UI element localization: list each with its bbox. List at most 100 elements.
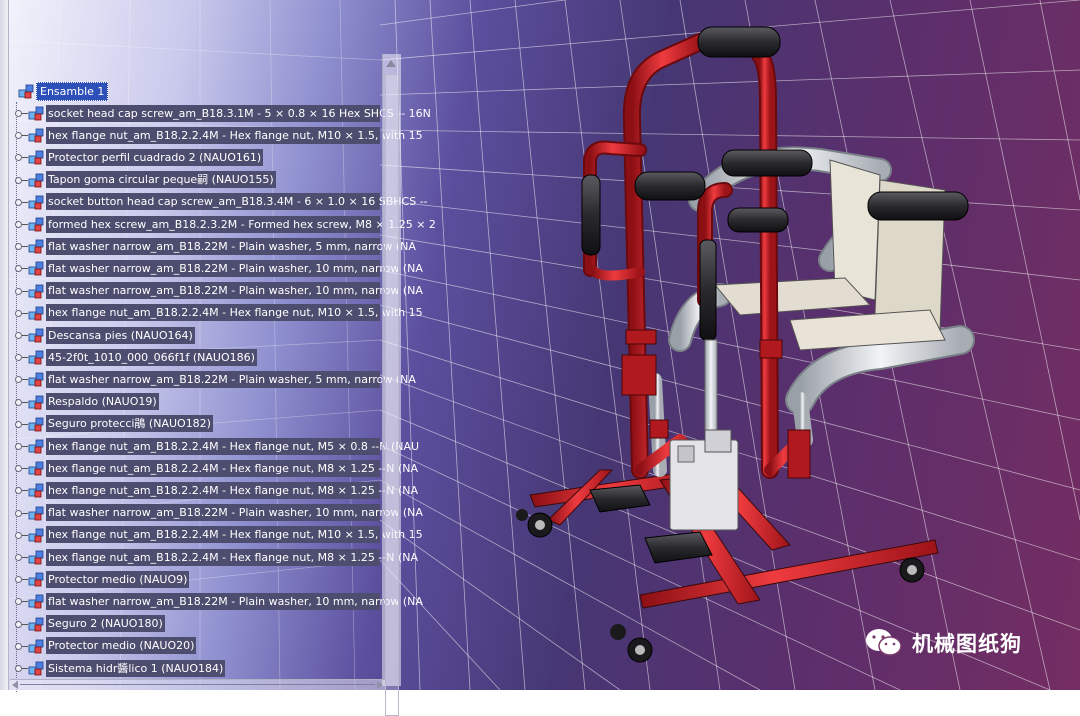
- tree-horizontal-scrollbar[interactable]: [10, 679, 385, 690]
- tree-item-label[interactable]: Protector perfil cuadrado 2 (NAUO161): [46, 148, 264, 166]
- expand-node-icon[interactable]: [14, 504, 28, 522]
- expand-node-icon[interactable]: [14, 592, 28, 610]
- expand-node-icon[interactable]: [14, 437, 28, 455]
- tree-item-label[interactable]: Protector medio (NAUO9): [46, 570, 190, 588]
- expand-node-icon[interactable]: [14, 526, 28, 544]
- part-icon: [28, 306, 44, 321]
- tree-item[interactable]: flat washer narrow_am_B18.22M - Plain wa…: [14, 592, 423, 610]
- tree-item-label[interactable]: hex flange nut_am_B18.2.2.4M - Hex flang…: [46, 526, 423, 544]
- tree-item-label[interactable]: flat washer narrow_am_B18.22M - Plain wa…: [46, 237, 416, 255]
- tree-item-label[interactable]: Protector medio (NAUO20): [46, 637, 197, 655]
- expand-node-icon[interactable]: [14, 282, 28, 300]
- tree-item-label[interactable]: Respaldo (NAUO19): [46, 393, 159, 411]
- expand-node-icon[interactable]: [14, 348, 28, 366]
- expand-node-icon[interactable]: [14, 171, 28, 189]
- tree-item[interactable]: hex flange nut_am_B18.2.2.4M - Hex flang…: [14, 459, 419, 477]
- expand-node-icon[interactable]: [14, 393, 28, 411]
- tree-item[interactable]: Protector perfil cuadrado 2 (NAUO161): [14, 148, 264, 166]
- tree-item-label[interactable]: socket head cap screw_am_B18.3.1M - 5 × …: [46, 104, 431, 122]
- tree-item-label[interactable]: 45-2f0t_1010_000_066f1f (NAUO186): [46, 348, 257, 366]
- tree-item[interactable]: flat washer narrow_am_B18.22M - Plain wa…: [14, 370, 416, 388]
- part-icon: [28, 461, 44, 476]
- tree-root-label[interactable]: Ensamble 1: [36, 81, 109, 101]
- tree-item[interactable]: hex flange nut_am_B18.2.2.4M - Hex flang…: [14, 526, 423, 544]
- tree-item-label[interactable]: formed hex screw_am_B18.2.3.2M - Formed …: [46, 215, 436, 233]
- tree-item[interactable]: socket head cap screw_am_B18.3.1M - 5 × …: [14, 104, 431, 122]
- scroll-left-arrow-icon[interactable]: [12, 681, 18, 689]
- tree-item[interactable]: Protector medio (NAUO20): [14, 637, 197, 655]
- tree-item[interactable]: socket button head cap screw_am_B18.3.4M…: [14, 193, 428, 211]
- tree-item[interactable]: Tapon goma circular peque嗣 (NAUO155): [14, 171, 276, 189]
- scroll-up-arrow-icon[interactable]: [386, 60, 396, 67]
- tree-item[interactable]: formed hex screw_am_B18.2.3.2M - Formed …: [14, 215, 436, 233]
- part-icon: [28, 350, 44, 365]
- tree-item-label[interactable]: flat washer narrow_am_B18.22M - Plain wa…: [46, 592, 423, 610]
- tree-item[interactable]: Seguro protecci鵑 (NAUO182): [14, 415, 213, 433]
- expand-node-icon[interactable]: [14, 215, 28, 233]
- tree-item-label[interactable]: hex flange nut_am_B18.2.2.4M - Hex flang…: [46, 304, 423, 322]
- expand-node-icon[interactable]: [14, 659, 28, 677]
- tree-item[interactable]: flat washer narrow_am_B18.22M - Plain wa…: [14, 504, 423, 522]
- tree-item-label[interactable]: socket button head cap screw_am_B18.3.4M…: [46, 193, 428, 211]
- assembly-icon: [18, 84, 34, 99]
- tree-item-label[interactable]: Seguro protecci鵑 (NAUO182): [46, 415, 213, 433]
- tree-item[interactable]: flat washer narrow_am_B18.22M - Plain wa…: [14, 282, 423, 300]
- transfer-chair-model[interactable]: [505, 20, 985, 670]
- expand-node-icon[interactable]: [14, 370, 28, 388]
- tree-item[interactable]: Descansa pies (NAUO164): [14, 326, 195, 344]
- expand-node-icon[interactable]: [14, 615, 28, 633]
- tree-item-label[interactable]: Seguro 2 (NAUO180): [46, 615, 165, 633]
- expand-node-icon[interactable]: [14, 459, 28, 477]
- part-icon: [28, 617, 44, 631]
- part-icon: [28, 173, 44, 187]
- expand-node-icon[interactable]: [14, 193, 28, 211]
- tree-item-label[interactable]: Sistema hidr醬lico 1 (NAUO184): [46, 659, 226, 677]
- tree-item-label[interactable]: hex flange nut_am_B18.2.2.4M - Hex flang…: [46, 459, 419, 477]
- tree-item-label[interactable]: hex flange nut_am_B18.2.2.4M - Hex flang…: [46, 126, 423, 144]
- part-icon: [28, 217, 44, 232]
- tree-item[interactable]: flat washer narrow_am_B18.22M - Plain wa…: [14, 259, 423, 277]
- expand-node-icon[interactable]: [14, 326, 28, 344]
- expand-node-icon[interactable]: [14, 259, 28, 277]
- expand-node-icon[interactable]: [14, 481, 28, 499]
- watermark-text: 机械图纸狗: [912, 632, 1022, 656]
- tree-item[interactable]: 45-2f0t_1010_000_066f1f (NAUO186): [14, 348, 257, 366]
- part-icon: [28, 661, 44, 676]
- tree-item[interactable]: hex flange nut_am_B18.2.2.4M - Hex flang…: [14, 304, 423, 322]
- tree-item-label[interactable]: flat washer narrow_am_B18.22M - Plain wa…: [46, 282, 423, 300]
- tree-item-label[interactable]: flat washer narrow_am_B18.22M - Plain wa…: [46, 370, 416, 388]
- tree-item[interactable]: hex flange nut_am_B18.2.2.4M - Hex flang…: [14, 481, 419, 499]
- caster-wheels: [516, 509, 925, 663]
- expand-node-icon[interactable]: [14, 415, 28, 433]
- part-icon: [28, 572, 44, 587]
- expand-node-icon[interactable]: [14, 126, 28, 144]
- tree-item[interactable]: Respaldo (NAUO19): [14, 393, 159, 411]
- expand-node-icon[interactable]: [14, 148, 28, 166]
- tree-item-label[interactable]: hex flange nut_am_B18.2.2.4M - Hex flang…: [46, 548, 419, 566]
- tree-item[interactable]: Protector medio (NAUO9): [14, 570, 190, 588]
- tree-item[interactable]: Seguro 2 (NAUO180): [14, 615, 165, 633]
- scrollbar-track[interactable]: [20, 684, 375, 685]
- tree-item[interactable]: hex flange nut_am_B18.2.2.4M - Hex flang…: [14, 126, 423, 144]
- tree-item[interactable]: hex flange nut_am_B18.2.2.4M - Hex flang…: [14, 437, 420, 455]
- expand-node-icon[interactable]: [14, 570, 28, 588]
- tree-item[interactable]: flat washer narrow_am_B18.22M - Plain wa…: [14, 237, 416, 255]
- expand-node-icon[interactable]: [14, 548, 28, 566]
- expand-node-icon[interactable]: [14, 637, 28, 655]
- tree-item-label[interactable]: hex flange nut_am_B18.2.2.4M - Hex flang…: [46, 437, 420, 455]
- tree-item[interactable]: hex flange nut_am_B18.2.2.4M - Hex flang…: [14, 548, 419, 566]
- scrollbar-thumb[interactable]: [385, 74, 399, 716]
- tree-item-label[interactable]: flat washer narrow_am_B18.22M - Plain wa…: [46, 504, 423, 522]
- tree-item[interactable]: Sistema hidr醬lico 1 (NAUO184): [14, 659, 226, 677]
- expand-node-icon[interactable]: [14, 237, 28, 255]
- tree-item-label[interactable]: hex flange nut_am_B18.2.2.4M - Hex flang…: [46, 481, 419, 499]
- tree-vertical-scrollbar[interactable]: [382, 54, 401, 716]
- expand-node-icon[interactable]: [14, 104, 28, 122]
- scroll-right-arrow-icon[interactable]: [377, 681, 383, 689]
- tree-item-label[interactable]: flat washer narrow_am_B18.22M - Plain wa…: [46, 259, 423, 277]
- tree-root[interactable]: Ensamble 1: [14, 81, 109, 101]
- tree-item-label[interactable]: Descansa pies (NAUO164): [46, 326, 195, 344]
- expand-node-icon[interactable]: [14, 304, 28, 322]
- tree-item-label[interactable]: Tapon goma circular peque嗣 (NAUO155): [46, 171, 276, 189]
